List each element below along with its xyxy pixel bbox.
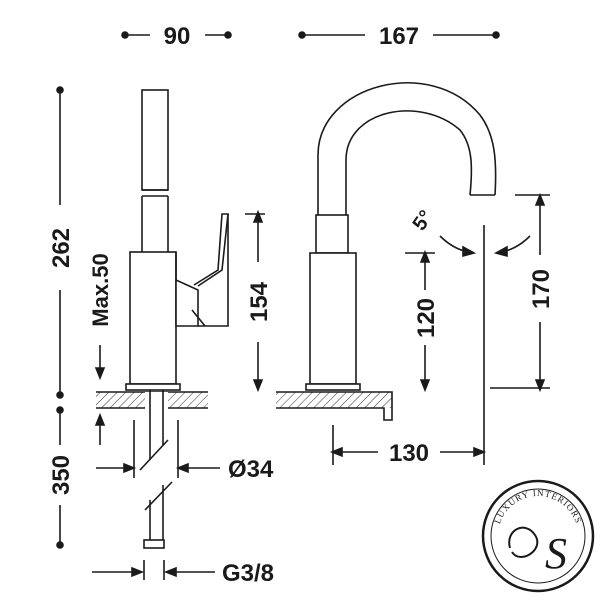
label-hose-length: 350 <box>48 455 75 495</box>
label-handle-height: 154 <box>246 281 273 322</box>
label-thread: G3/8 <box>222 560 274 587</box>
label-hole-diameter: Ø34 <box>228 456 274 483</box>
hose <box>139 390 173 549</box>
brand-logo: LUXURY INTERIORS S <box>481 479 595 593</box>
label-spout-projection: 130 <box>389 440 429 467</box>
label-total-height: 262 <box>48 228 75 268</box>
label-angle: 5° <box>409 206 438 234</box>
dim-handle-height <box>245 209 265 393</box>
counter-right <box>276 391 393 421</box>
dim-thread <box>92 560 215 580</box>
label-spout-height: 120 <box>413 298 440 338</box>
dim-total-height <box>56 86 64 399</box>
dim-reach <box>298 31 500 39</box>
label-max-deck: Max.50 <box>88 253 113 326</box>
dim-hose-length <box>56 406 64 549</box>
dim-hole-diameter <box>96 420 220 478</box>
dim-max-deck <box>94 345 106 445</box>
label-width-base: 90 <box>164 23 191 50</box>
front-view-faucet <box>125 89 229 391</box>
side-view-faucet <box>305 82 497 391</box>
logo-monogram: S <box>545 529 567 578</box>
label-reach: 167 <box>379 23 419 50</box>
dim-spout-projection <box>329 425 487 465</box>
dim-width-base <box>121 31 232 39</box>
dim-spout-clearance <box>490 192 550 393</box>
dim-spout-height <box>405 249 435 393</box>
dim-angle <box>439 235 531 258</box>
label-spout-clearance: 170 <box>528 269 555 309</box>
counter-left <box>96 391 208 409</box>
